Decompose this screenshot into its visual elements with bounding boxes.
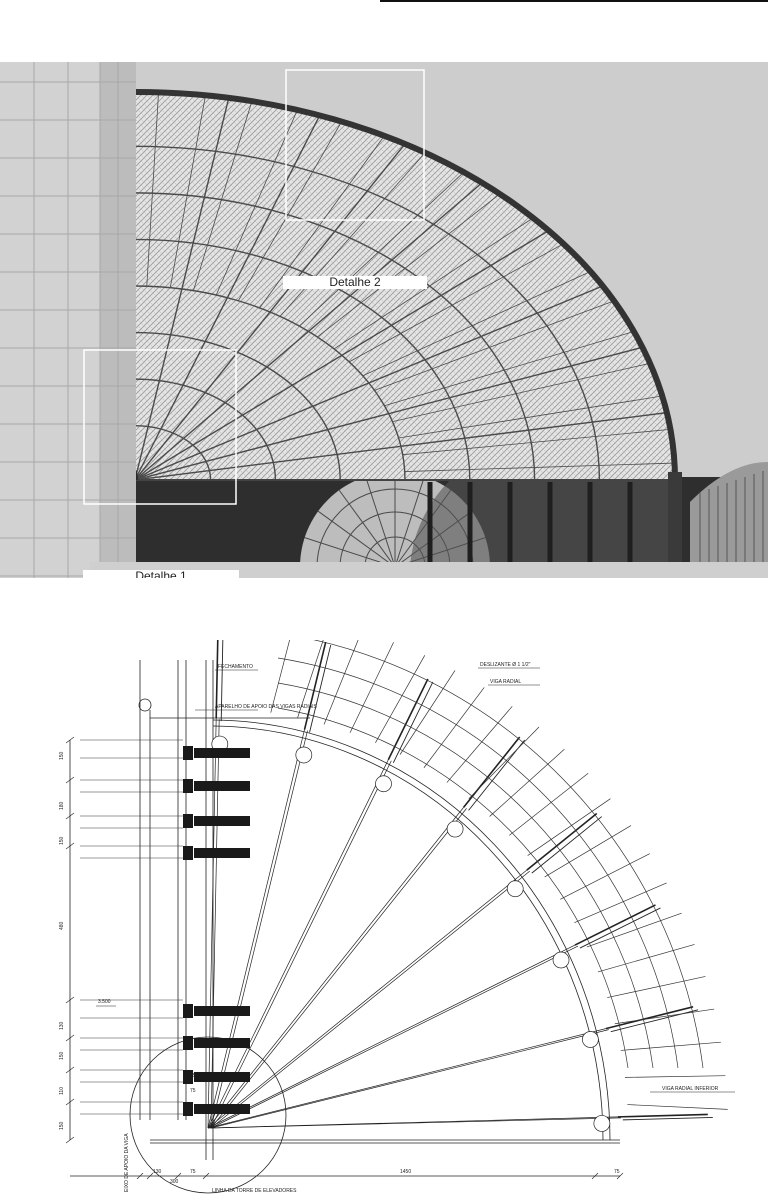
dim-left: 480 [59, 921, 65, 930]
note-viga-radial-inferior: VIGA RADIAL INFERIOR [662, 1086, 719, 1092]
canopy-column [668, 472, 682, 572]
dim-left: 150 [59, 1121, 65, 1130]
detail-2-label: Detalhe 2 [283, 276, 427, 289]
note-nivel: 3.500 [98, 999, 111, 1005]
dim-small: 75 [190, 1073, 196, 1079]
dim-bottom: 300 [170, 1179, 179, 1185]
dim-left: 150 [59, 751, 65, 760]
technical-drawing-svg: FECHAMENTO APARELHO DE APOIO DAS VIGAS R… [0, 640, 768, 1200]
dim-left: 130 [59, 1021, 65, 1030]
detail-1-label: Detalhe 1 [83, 570, 239, 578]
note-eixo: EIXO DE APOIO DA VIGA [124, 1133, 130, 1192]
note-torre: LINHA DA TORRE DE ELEVADORES [212, 1188, 297, 1194]
dim-left: 150 [59, 1051, 65, 1060]
dim-bottom: 75 [614, 1169, 620, 1175]
technical-drawing: FECHAMENTO APARELHO DE APOIO DAS VIGAS R… [0, 640, 768, 1200]
dim-bottom: 75 [190, 1169, 196, 1175]
dim-left: 180 [59, 801, 65, 810]
grid-marker [139, 699, 151, 711]
note-fechamento: FECHAMENTO [218, 664, 253, 670]
left-dimensions: 150 180 150 480 130 150 110 150 [59, 751, 65, 1130]
dim-bottom: 1450 [400, 1169, 411, 1175]
dim-left: 110 [59, 1087, 65, 1095]
note-deslizante: DESLIZANTE Ø 1 1/2" [480, 662, 531, 668]
bottom-dimensions: 130 300 75 1450 75 75 75 [153, 1073, 620, 1185]
photo-panel: Detalhe 2 Detalhe 1 [0, 62, 768, 578]
dim-small: 75 [190, 1088, 196, 1094]
building-wall [0, 62, 136, 578]
dim-left: 150 [59, 836, 65, 845]
note-aparelho: APARELHO DE APOIO DAS VIGAS RADIAIS [215, 704, 318, 710]
dim-bottom: 130 [153, 1169, 162, 1175]
photo-illustration [0, 62, 768, 578]
note-viga-radial: VIGA RADIAL [490, 679, 521, 685]
top-rule [380, 0, 768, 2]
